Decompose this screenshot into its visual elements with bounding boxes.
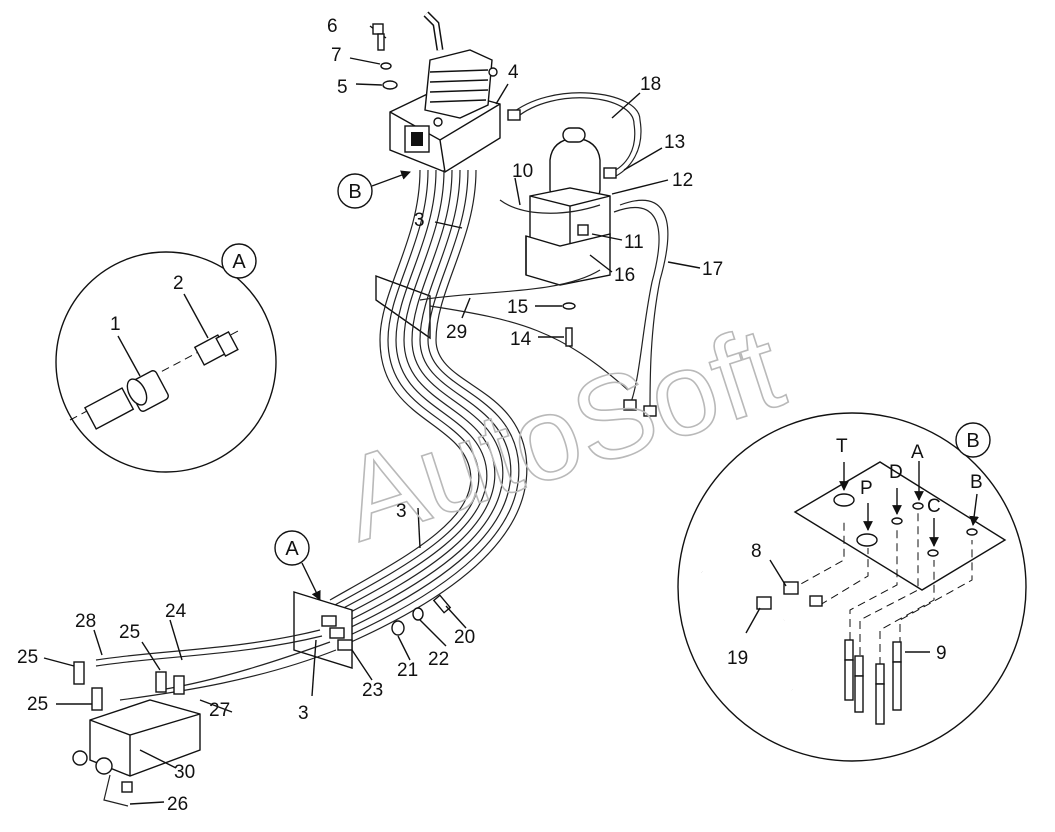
callout-21: 21 [397, 660, 418, 681]
hose-26 [103, 774, 129, 807]
joystick-assembly [389, 11, 501, 173]
port-p-label: P [860, 478, 873, 499]
hose-10 [499, 199, 601, 214]
hose-28 [95, 629, 321, 661]
callout-12: 12 [672, 170, 693, 191]
port-c-label: C [927, 496, 941, 517]
part-1-coupler [83, 370, 169, 430]
svg-text:AutoSoft: AutoSoft [326, 301, 797, 566]
hose-bracket [375, 274, 431, 340]
callout-28: 28 [75, 611, 96, 632]
callout-26: 26 [167, 794, 188, 815]
part-2-fitting [193, 330, 239, 366]
detail-a-tag: A [232, 251, 246, 273]
leaders [43, 92, 701, 805]
callout-3-mid: 3 [396, 501, 407, 522]
control-valve-30 [72, 699, 201, 777]
hose-27 [119, 649, 337, 701]
lower-detail-tag: A [285, 538, 299, 560]
callout-11: 11 [624, 232, 644, 253]
callout-8: 8 [751, 541, 762, 562]
port-tubes [844, 639, 902, 725]
callout-9: 9 [936, 643, 947, 664]
port-a-label: A [911, 442, 924, 463]
watermark: AutoSoft [325, 300, 798, 567]
accumulator-assembly [525, 127, 611, 286]
callout-27: 27 [209, 700, 230, 721]
part-19-fitting [756, 596, 772, 610]
port-b-label: B [970, 472, 983, 493]
callout-17: 17 [702, 259, 723, 280]
callout-7: 7 [331, 45, 342, 66]
detail-a-circle: A 1 2 [55, 243, 277, 473]
callout-24: 24 [165, 601, 187, 622]
callout-18: 18 [640, 74, 661, 95]
callout-25-b: 25 [17, 647, 38, 668]
hose-17 [619, 199, 669, 411]
leader-2 [183, 293, 209, 339]
callout-20: 20 [454, 627, 475, 648]
part-8-fitting [783, 581, 799, 595]
valve-face [793, 461, 1007, 591]
callout-19: 19 [727, 648, 748, 669]
callout-23: 23 [362, 680, 383, 701]
detail-b-tag: B [966, 430, 979, 452]
hose-29 [419, 269, 601, 301]
port-t-label: T [836, 436, 848, 457]
callout-25-c: 25 [27, 694, 48, 715]
hose-18 [509, 92, 642, 179]
callout-3-top: 3 [414, 210, 425, 231]
joystick-detail-tag: B [348, 181, 361, 203]
callout-13: 13 [664, 132, 685, 153]
port-d-label: D [889, 462, 903, 483]
callout-10: 10 [512, 161, 533, 182]
callout-29: 29 [446, 322, 467, 343]
callout-14: 14 [510, 329, 532, 350]
callout-4: 4 [508, 62, 519, 83]
hose-bundle-3 [329, 169, 528, 643]
callout-30: 30 [174, 762, 195, 783]
callout-6: 6 [327, 16, 338, 37]
callout-25-a: 25 [119, 622, 140, 643]
callout-5: 5 [337, 77, 348, 98]
leader-1 [117, 335, 141, 377]
callout-15: 15 [507, 297, 528, 318]
callout-3-low: 3 [298, 703, 309, 724]
callout-22: 22 [428, 649, 449, 670]
detail-b-circle: B T P D A C B [677, 412, 1027, 762]
callouts: 6 7 5 4 18 13 10 12 3 11 16 17 15 14 29 … [17, 16, 723, 815]
callout-16: 16 [614, 265, 635, 286]
callout-2: 2 [173, 273, 184, 294]
callout-1: 1 [110, 314, 121, 335]
